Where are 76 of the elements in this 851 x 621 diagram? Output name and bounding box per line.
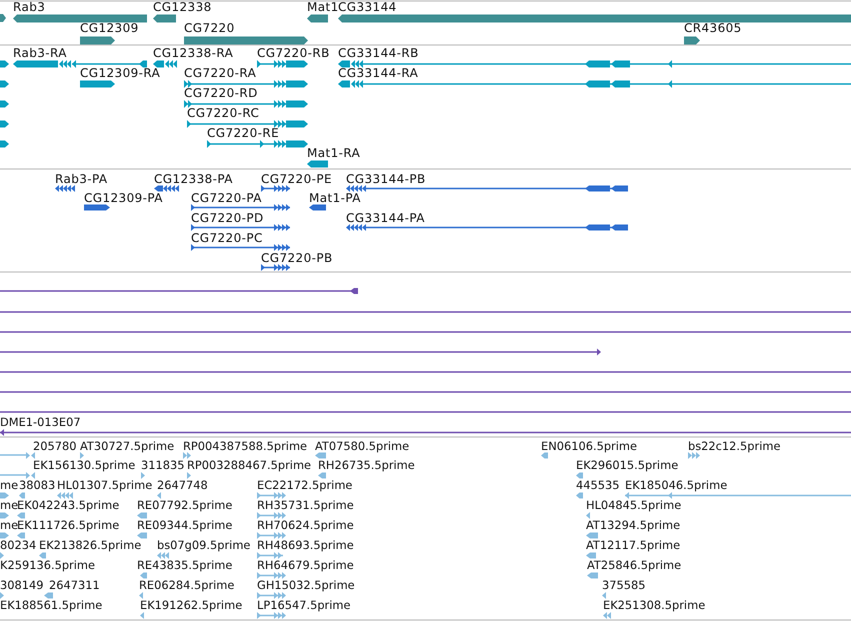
feature-label: Rab3 bbox=[13, 1, 46, 13]
feature-label: RP003288467.5prime bbox=[187, 459, 312, 471]
feature-label: HL01307.5prime bbox=[57, 479, 152, 491]
feature-label: Mat1-PA bbox=[309, 192, 361, 204]
feature-label: CG7220-RC bbox=[187, 107, 260, 119]
feature-label: RE06284.5prime bbox=[139, 579, 234, 591]
feature-label: CG12309-PA bbox=[84, 192, 163, 204]
feature-label: DME1-013E07 bbox=[0, 416, 81, 428]
feature-label: 375585 bbox=[602, 579, 646, 591]
feature-label: EK296015.5prime bbox=[576, 459, 678, 471]
feature-label: RH48693.5prime bbox=[257, 539, 354, 551]
feature-label: 80234 bbox=[0, 539, 36, 551]
feature-label: CG33144-PA bbox=[346, 212, 425, 224]
feature-label: EK191262.5prime bbox=[140, 599, 242, 611]
feature-label: Mat1-RA bbox=[307, 147, 360, 159]
feature-label: CG33144-PB bbox=[346, 173, 426, 185]
feature-label: CG7220-RE bbox=[207, 127, 280, 139]
feature-label: RH64679.5prime bbox=[257, 559, 354, 571]
feature-label: CG7220-PD bbox=[191, 212, 264, 224]
feature-label: 2647748 bbox=[157, 479, 208, 491]
feature-label: CG12338-RA bbox=[153, 47, 234, 59]
feature-label: 311835 bbox=[141, 459, 184, 471]
feature-label: HL04845.5prime bbox=[586, 499, 682, 511]
feature-label: CG33144-RB bbox=[338, 47, 419, 59]
feature-label: CR43605 bbox=[684, 22, 742, 34]
feature-label: GH15032.5prime bbox=[257, 579, 355, 591]
feature-label: Rab3-PA bbox=[55, 173, 108, 185]
feature-label: CG7220 bbox=[184, 22, 235, 34]
feature-label: RE09344.5prime bbox=[137, 519, 232, 531]
feature-label: EK188561.5prime bbox=[0, 599, 102, 611]
feature-label: RH35731.5prime bbox=[257, 499, 354, 511]
feature-label: 308149 bbox=[0, 579, 44, 591]
feature-label: Rab3-RA bbox=[13, 47, 67, 59]
feature-label: EK111726.5prime bbox=[17, 519, 120, 531]
feature-label: CG12338-PA bbox=[154, 173, 233, 185]
feature-label: EN06106.5prime bbox=[541, 440, 638, 452]
feature-label: 205780 bbox=[33, 440, 76, 452]
feature-label: CG33144 bbox=[338, 1, 397, 13]
feature-label: me bbox=[0, 499, 18, 511]
feature-label: CG7220-PA bbox=[191, 192, 262, 204]
feature-label: AT13294.5prime bbox=[586, 519, 680, 531]
feature-label: CG7220-RA bbox=[184, 67, 256, 79]
feature-label: CG7220-RD bbox=[184, 87, 258, 99]
feature-label: AT12117.5prime bbox=[586, 539, 680, 551]
feature-label: EC22172.5prime bbox=[257, 479, 352, 491]
feature-label: AT25846.5prime bbox=[587, 559, 682, 571]
feature-label: CG33144-RA bbox=[338, 67, 418, 79]
feature-label: CG7220-RB bbox=[257, 47, 330, 59]
feature-label: 38083 bbox=[19, 479, 56, 491]
feature-label: RP004387588.5prime bbox=[183, 440, 308, 452]
feature-label: EK156130.5prime bbox=[33, 459, 136, 471]
feature-label: CG12309-RA bbox=[80, 67, 160, 79]
feature-label: CG7220-PB bbox=[261, 252, 333, 264]
feature-label: CG12338 bbox=[153, 1, 212, 13]
feature-label: Mat1 bbox=[307, 1, 339, 13]
feature-label: CG12309 bbox=[80, 22, 139, 34]
feature-label: 445535 bbox=[576, 479, 620, 491]
feature-label: 2647311 bbox=[49, 579, 100, 591]
feature-label: RE43835.5prime bbox=[137, 559, 232, 571]
feature-label: bs07g09.5prime bbox=[157, 539, 250, 551]
feature-label: bs22c12.5prime bbox=[688, 440, 780, 452]
feature-label: AT07580.5prime bbox=[315, 440, 410, 452]
feature-label: RE07792.5prime bbox=[137, 499, 232, 511]
feature-label: CG7220-PE bbox=[261, 173, 332, 185]
feature-label: EK185046.5prime bbox=[625, 479, 728, 491]
feature-label: me bbox=[0, 519, 18, 531]
feature-label: RH70624.5prime bbox=[257, 519, 354, 531]
feature-label: LP16547.5prime bbox=[257, 599, 350, 611]
feature-label: K259136.5prime bbox=[0, 559, 96, 571]
feature-label: CG7220-PC bbox=[191, 232, 263, 244]
feature-label: me bbox=[0, 479, 18, 491]
feature-label: EK251308.5prime bbox=[603, 599, 706, 611]
feature-label: AT30727.5prime bbox=[80, 440, 174, 452]
feature-label: EK042243.5prime bbox=[17, 499, 120, 511]
feature-label: EK213826.5prime bbox=[39, 539, 142, 551]
feature-label: RH26735.5prime bbox=[318, 459, 415, 471]
